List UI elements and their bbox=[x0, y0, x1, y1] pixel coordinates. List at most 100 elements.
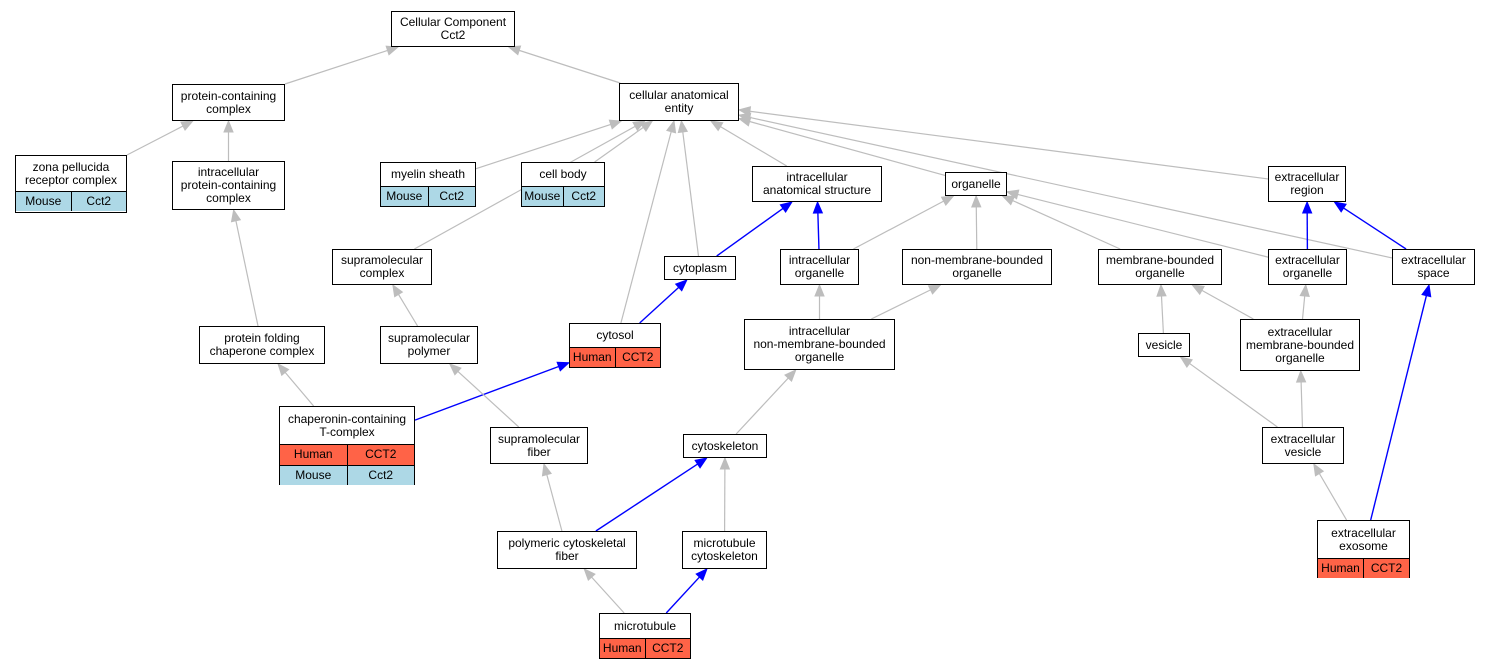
go-term-label: intracellular non-membrane-bounded organ… bbox=[753, 324, 886, 364]
edge-cae-root bbox=[519, 49, 621, 84]
go-term-exves[interactable]: extracellular vesicle bbox=[1262, 427, 1344, 464]
arrowhead-pcf-cytoskel bbox=[694, 457, 708, 469]
go-term-label: non-membrane-bounded organelle bbox=[910, 253, 1044, 280]
go-term-label: intracellular organelle bbox=[788, 253, 851, 280]
edge-exmbo-exorg bbox=[1301, 295, 1306, 320]
arrowhead-pcf-supfiber bbox=[541, 462, 552, 477]
go-term-suppoly[interactable]: supramolecular polymer bbox=[380, 326, 478, 364]
go-term-mtcs[interactable]: microtubule cytoskeleton bbox=[682, 531, 767, 569]
edge-myelin-cae bbox=[475, 123, 611, 170]
go-term-label: extracellular region bbox=[1274, 170, 1340, 197]
edge-pcf-cytoskel bbox=[595, 463, 698, 532]
go-term-label: extracellular exosome bbox=[1331, 525, 1396, 553]
edge-exspace-cae bbox=[749, 116, 1393, 259]
go-term-cytoplasm[interactable]: cytoplasm bbox=[664, 256, 736, 280]
edge-intorg-ias bbox=[817, 212, 820, 250]
go-term-label: intracellular protein-containing complex bbox=[180, 165, 277, 205]
go-term-pcc[interactable]: protein-containing complex bbox=[172, 84, 285, 121]
edge-inmbo-nmbo bbox=[871, 289, 931, 320]
go-term-label: zona pellucida receptor complex bbox=[24, 159, 118, 187]
edge-exspace-exreg bbox=[1343, 207, 1407, 250]
go-term-pcf[interactable]: polymeric cytoskeletal fiber bbox=[497, 531, 637, 569]
edge-suppoly-supcomplex bbox=[398, 294, 419, 327]
go-term-mbo[interactable]: membrane-bounded organelle bbox=[1098, 249, 1222, 285]
go-term-vesicle[interactable]: vesicle bbox=[1138, 333, 1190, 357]
go-term-label: cytoplasm bbox=[672, 260, 728, 275]
edge-exosome-exves bbox=[1318, 473, 1348, 521]
go-term-exorg[interactable]: extracellular organelle bbox=[1268, 249, 1347, 285]
edge-microtubule-pcf bbox=[591, 576, 625, 614]
gene-cell: Cct2 bbox=[427, 187, 476, 206]
edge-organelle-cae bbox=[749, 120, 946, 177]
arrowhead-supcomplex-cae bbox=[632, 120, 646, 132]
edge-pcf-supfiber bbox=[546, 474, 563, 532]
arrowhead-exspace-cae bbox=[737, 112, 752, 123]
go-term-exreg[interactable]: extracellular region bbox=[1268, 166, 1346, 202]
go-term-supcomplex[interactable]: supramolecular complex bbox=[332, 249, 432, 285]
arrowhead-exves-exmbo bbox=[1295, 369, 1307, 383]
go-term-cae[interactable]: cellular anatomical entity bbox=[619, 83, 739, 121]
arrowhead-inmbo-intorg bbox=[814, 283, 825, 297]
edge-cytoskel-inmbo bbox=[735, 377, 789, 435]
edge-intorg-organelle bbox=[853, 200, 944, 250]
go-term-root[interactable]: Cellular Component Cct2 bbox=[391, 11, 515, 47]
go-term-pfcc[interactable]: protein folding chaperone complex bbox=[199, 326, 325, 364]
arrowhead-cct-cytosol bbox=[556, 361, 571, 372]
species-cell: Human bbox=[602, 641, 642, 655]
edge-zona-pcc bbox=[126, 125, 184, 156]
arrowhead-myelin-cae bbox=[608, 119, 623, 130]
go-term-organelle[interactable]: organelle bbox=[945, 172, 1007, 196]
edge-cytoplasm-ias bbox=[716, 207, 784, 257]
edge-nmbo-organelle bbox=[975, 206, 978, 250]
edge-pfcc-ipcc bbox=[235, 220, 259, 327]
go-term-label: myelin sheath bbox=[390, 167, 466, 181]
gene-cell: CCT2 bbox=[644, 639, 691, 658]
arrowhead-supfiber-suppoly bbox=[448, 363, 462, 376]
annotation-row-mouse: Mouse Cct2 bbox=[381, 186, 475, 206]
go-term-nmbo[interactable]: non-membrane-bounded organelle bbox=[902, 249, 1052, 285]
go-term-supfiber[interactable]: supramolecular fiber bbox=[490, 427, 588, 464]
go-term-label: polymeric cytoskeletal fiber bbox=[508, 536, 626, 563]
go-term-exmbo[interactable]: extracellular membrane-bounded organelle bbox=[1240, 319, 1360, 371]
gene-cell: CCT2 bbox=[614, 348, 661, 367]
go-term-label: cellular anatomical entity bbox=[629, 88, 729, 115]
go-term-label: microtubule cytoskeleton bbox=[691, 536, 758, 563]
arrowhead-exmbo-mbo bbox=[1191, 284, 1205, 296]
go-term-intorg[interactable]: intracellular organelle bbox=[780, 249, 859, 285]
go-term-label: supramolecular fiber bbox=[497, 431, 581, 459]
arrowhead-exorg-exreg bbox=[1301, 200, 1313, 214]
arrowhead-nmbo-organelle bbox=[971, 194, 982, 208]
edge-exmbo-mbo bbox=[1201, 289, 1254, 320]
arrowhead-cytoskel-inmbo bbox=[784, 369, 797, 382]
species-cell: Mouse bbox=[386, 189, 423, 203]
edge-cellbody-cae bbox=[594, 126, 644, 163]
edge-pcc-root bbox=[284, 49, 388, 85]
go-term-exspace[interactable]: extracellular space bbox=[1392, 249, 1475, 285]
arrowhead-zona-pcc bbox=[180, 120, 194, 131]
go-term-label: extracellular organelle bbox=[1275, 253, 1340, 280]
species-cell: Mouse bbox=[524, 189, 561, 203]
arrowhead-exorg-organelle bbox=[1005, 189, 1020, 200]
go-term-ipcc[interactable]: intracellular protein-containing complex bbox=[172, 161, 285, 210]
go-term-ias[interactable]: intracellular anatomical structure bbox=[752, 166, 882, 202]
go-term-label: cell body bbox=[539, 167, 587, 181]
gene-cell: Cct2 bbox=[562, 187, 605, 206]
edge-exosome-exspace bbox=[1370, 295, 1428, 521]
edge-exves-exmbo bbox=[1300, 381, 1304, 428]
go-term-cytoskel[interactable]: cytoskeleton bbox=[683, 434, 767, 458]
go-term-label: chaperonin-containing T-complex bbox=[287, 411, 407, 439]
go-term-label: extracellular space bbox=[1401, 253, 1466, 280]
edge-cct-pfcc bbox=[284, 372, 315, 407]
go-term-inmbo[interactable]: intracellular non-membrane-bounded organ… bbox=[744, 319, 895, 370]
